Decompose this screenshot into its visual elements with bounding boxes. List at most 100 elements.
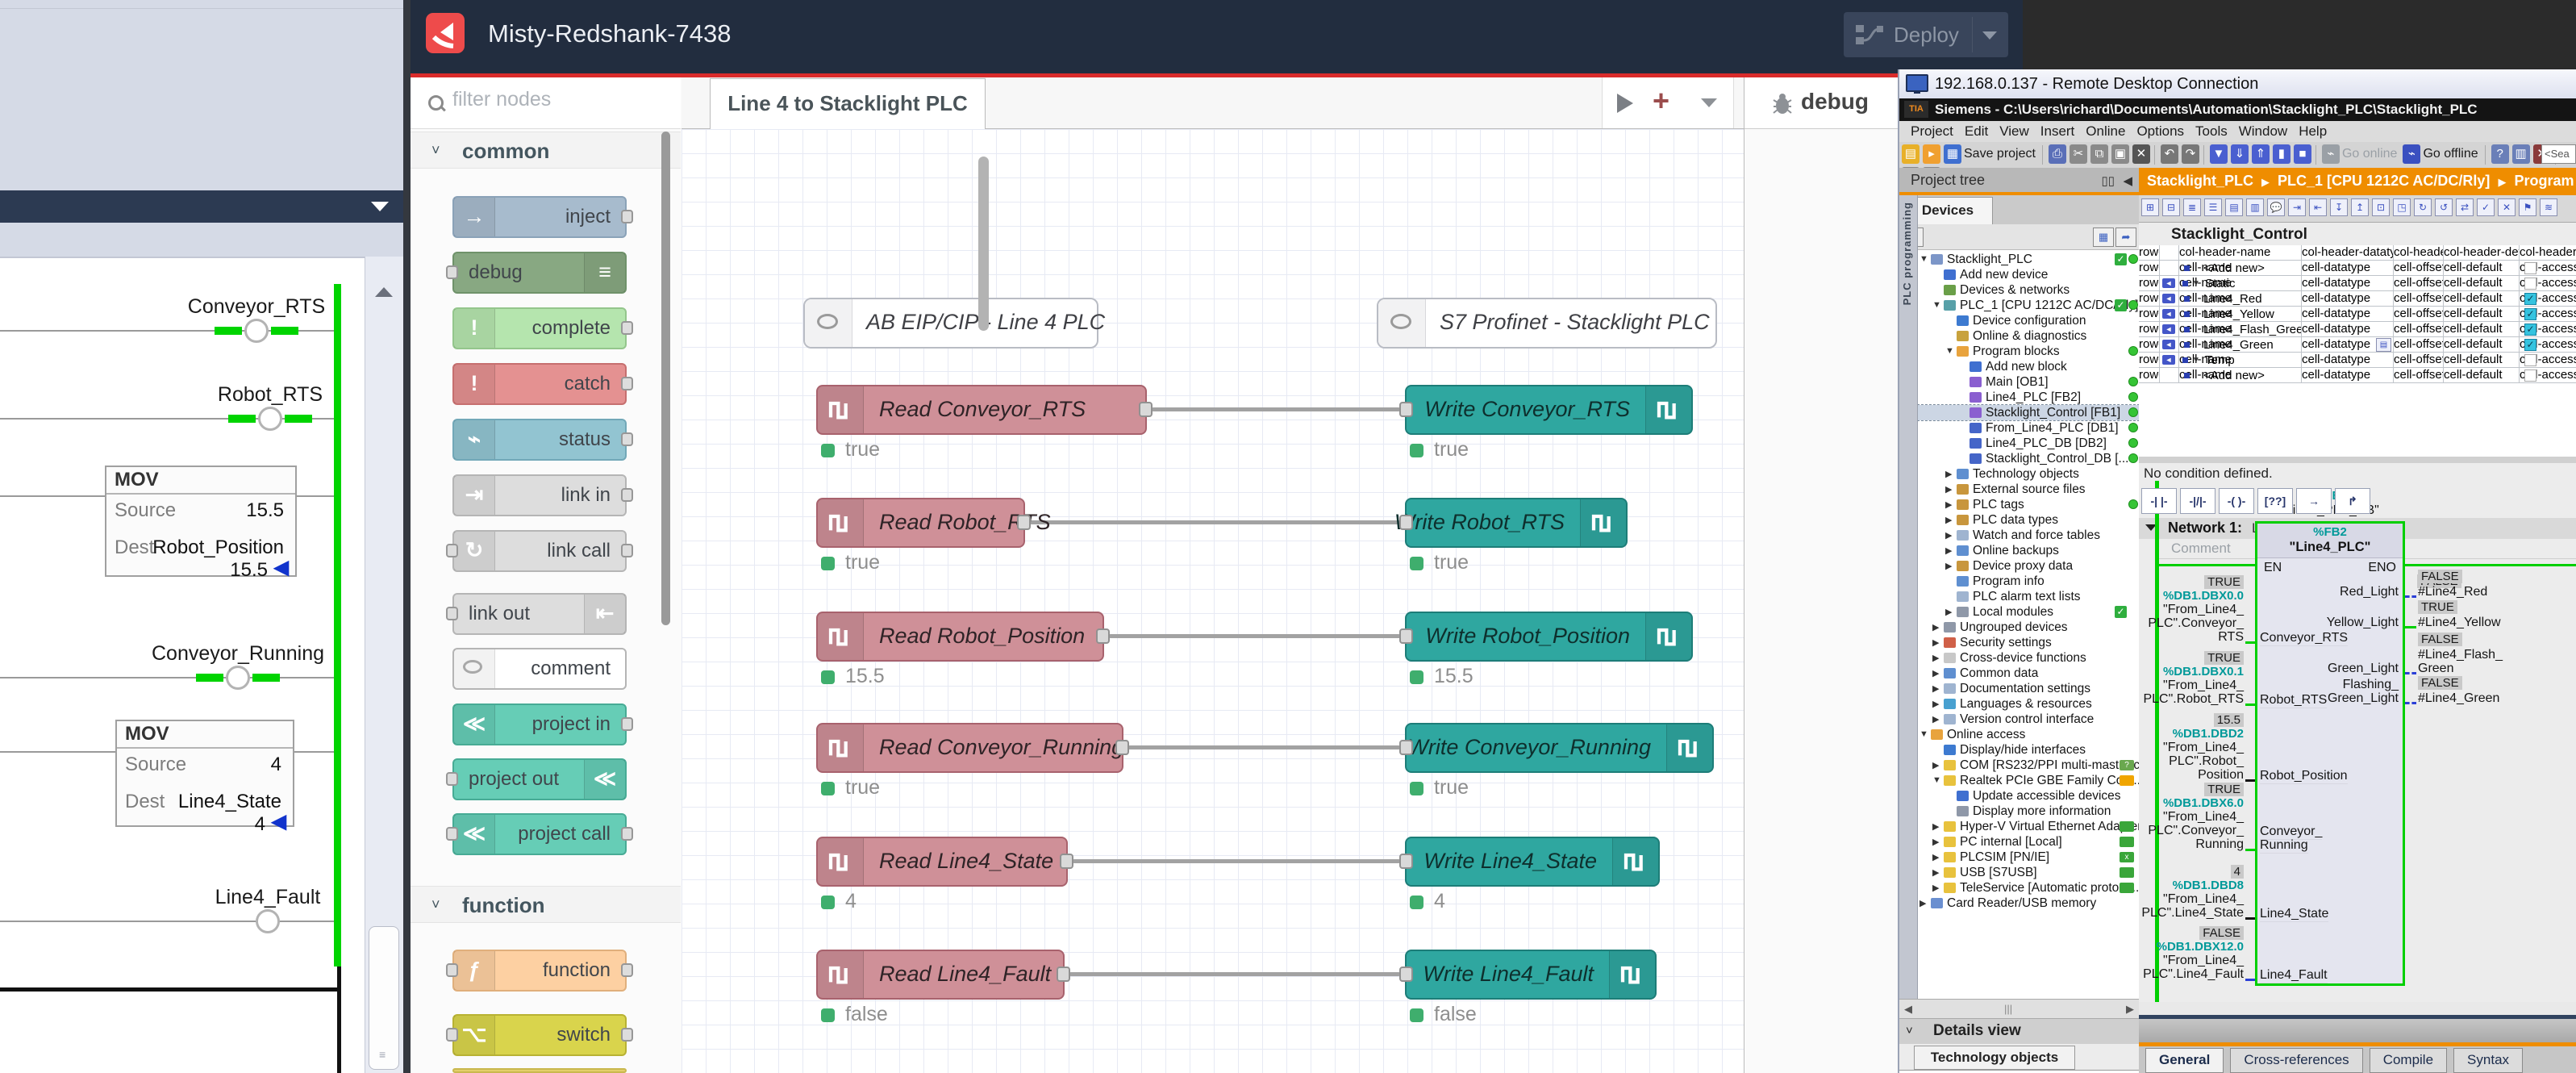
- save-icon[interactable]: ▦: [1944, 144, 1961, 164]
- open-flow-button[interactable]: [1617, 94, 1633, 113]
- menu-project[interactable]: Project: [1911, 123, 1953, 139]
- breadcrumb-segment[interactable]: PLC_1 [CPU 1212C AC/DC/Rly]: [2278, 173, 2491, 189]
- row-collapse-icon[interactable]: ▼: [2192, 356, 2200, 365]
- open-project-icon[interactable]: ▸: [1923, 144, 1940, 164]
- datatype-dropdown-button[interactable]: ▤: [2376, 338, 2391, 352]
- coil-symbol[interactable]: [258, 407, 282, 431]
- tree-item[interactable]: ▶Device proxy data: [1918, 558, 2139, 574]
- output-port[interactable]: [1060, 854, 1073, 869]
- tree-item[interactable]: ▶USB [S7USB]: [1918, 865, 2139, 880]
- tab-compile[interactable]: Compile: [2369, 1048, 2448, 1073]
- menu-tools[interactable]: Tools: [2195, 123, 2228, 139]
- input-port[interactable]: [446, 1028, 458, 1042]
- palette-node-project call[interactable]: ≪project call: [446, 813, 633, 855]
- palette-scrollbar[interactable]: [661, 132, 670, 625]
- read-node[interactable]: Read Robot_Position: [816, 612, 1110, 662]
- tree-item[interactable]: ▼PLC_1 [CPU 1212C AC/DC/Rly]✓: [1918, 298, 2139, 313]
- collapse-panel-icon[interactable]: ◀: [2123, 174, 2132, 188]
- tree-item[interactable]: ▶Security settings: [1918, 635, 2139, 650]
- add-flow-button[interactable]: +: [1653, 84, 1670, 117]
- deploy-options-caret-icon[interactable]: [1982, 31, 1997, 40]
- tree-collapse-icon[interactable]: ▼: [1932, 775, 1941, 785]
- tree-expand-icon[interactable]: ▶: [1932, 669, 1940, 678]
- read-node[interactable]: Read Robot_RTS: [816, 498, 1051, 548]
- editor-tool-icon-8[interactable]: ⇤: [2309, 198, 2327, 216]
- flow-list-caret-icon[interactable]: [1701, 98, 1717, 107]
- tree-item[interactable]: ▶Version control interface: [1918, 712, 2139, 727]
- download-all-icon[interactable]: ⇓: [2230, 144, 2249, 164]
- output-port[interactable]: [621, 544, 633, 557]
- editor-tool-icon-18[interactable]: ⚑: [2519, 198, 2536, 216]
- tree-collapse-icon[interactable]: ▼: [1932, 300, 1941, 310]
- write-node[interactable]: Write Robot_RTS: [1394, 498, 1628, 548]
- tree-item[interactable]: ▶TeleService [Automatic protoco...: [1918, 880, 2139, 896]
- pin-panel-icon[interactable]: ▯▯: [2101, 174, 2115, 188]
- tree-expand-icon[interactable]: ▶: [1932, 623, 1940, 633]
- tree-collapse-icon[interactable]: ▼: [1919, 729, 1928, 739]
- lad-button-0[interactable]: -| |-: [2141, 488, 2177, 514]
- input-port[interactable]: [446, 265, 458, 279]
- menu-insert[interactable]: Insert: [2040, 123, 2075, 139]
- read-node[interactable]: Read Line4_Fault: [816, 950, 1070, 1000]
- rdp-titlebar[interactable]: 192.168.0.137 - Remote Desktop Connectio…: [1899, 69, 2576, 99]
- flow-tab[interactable]: Line 4 to Stacklight PLC: [710, 78, 986, 129]
- coil-symbol[interactable]: [244, 319, 269, 343]
- tree-item[interactable]: ▶Documentation settings: [1918, 681, 2139, 696]
- palette-node-switch[interactable]: ⌥switch: [446, 1014, 633, 1056]
- palette-search[interactable]: [411, 77, 681, 129]
- scrollbar[interactable]: ≡: [365, 257, 404, 1073]
- output-port[interactable]: [1139, 402, 1153, 417]
- search-project-input[interactable]: <Sea: [2541, 144, 2576, 164]
- tree-item[interactable]: Stacklight_Control_DB [...: [1918, 451, 2139, 466]
- debug-tab-title[interactable]: debug: [1801, 89, 1869, 114]
- network-comment[interactable]: Comment: [2171, 541, 2231, 556]
- menu-help[interactable]: Help: [2299, 123, 2328, 139]
- download-icon[interactable]: ▼: [2209, 144, 2228, 164]
- new-project-icon[interactable]: ▤: [1902, 144, 1919, 164]
- tree-item[interactable]: ▶Ungrouped devices: [1918, 620, 2139, 635]
- tree-item[interactable]: Online & diagnostics: [1918, 328, 2139, 344]
- tree-item[interactable]: ▶Common data: [1918, 666, 2139, 681]
- details-view-header[interactable]: ˅ Details view: [1899, 1018, 2139, 1044]
- tree-item[interactable]: Add new device: [1918, 267, 2139, 282]
- tree-collapse-icon[interactable]: ▼: [1945, 346, 1954, 356]
- tree-collapse-icon[interactable]: ▼: [1919, 254, 1928, 264]
- palette-node-comment[interactable]: comment: [452, 648, 627, 690]
- output-port[interactable]: [1096, 628, 1110, 644]
- palette-node-project in[interactable]: ≪project in: [452, 704, 633, 745]
- palette-node-link out[interactable]: ⇤link out: [446, 593, 627, 635]
- tia-titlebar[interactable]: TIA Siemens - C:\Users\richard\Documents…: [1899, 98, 2576, 121]
- lad-button-1[interactable]: -|/|-: [2180, 488, 2215, 514]
- editor-tool-icon-7[interactable]: ⇥: [2288, 198, 2306, 216]
- tree-expand-icon[interactable]: ▶: [1932, 822, 1940, 832]
- tree-expand-icon[interactable]: ➦: [2115, 228, 2136, 247]
- tree-expand-icon[interactable]: ▶: [1932, 684, 1940, 694]
- coil-symbol[interactable]: [256, 909, 280, 933]
- collapsed-panel-bar[interactable]: [0, 190, 403, 223]
- editor-tool-icon-13[interactable]: ↻: [2414, 198, 2432, 216]
- menu-view[interactable]: View: [1999, 123, 2029, 139]
- deploy-button[interactable]: Deploy: [1844, 12, 2008, 57]
- editor-tool-icon-15[interactable]: ⇄: [2456, 198, 2474, 216]
- editor-tool-icon-5[interactable]: ▥: [2246, 198, 2264, 216]
- editor-tool-icon-12[interactable]: ◳: [2393, 198, 2411, 216]
- tree-view-icon[interactable]: ▦: [2093, 228, 2114, 247]
- lad-network-canvas[interactable]: %DB2"Line4_PLC_DB"%FB2"Line4_PLC"ENENOFA…: [2139, 476, 2576, 1073]
- output-port[interactable]: [621, 321, 633, 335]
- tree-item[interactable]: Stacklight_Control [FB1]: [1918, 404, 2139, 421]
- read-node[interactable]: Read Conveyor_Running: [816, 723, 1129, 773]
- output-port[interactable]: [1017, 515, 1031, 530]
- lad-button-4[interactable]: →: [2296, 488, 2332, 514]
- copy-icon[interactable]: ⧉: [2090, 144, 2108, 164]
- upload-icon[interactable]: ⇑: [2251, 144, 2270, 164]
- palette-node-catch[interactable]: !catch: [452, 363, 633, 405]
- editor-tool-icon-17[interactable]: ✕: [2498, 198, 2516, 216]
- tree-expand-icon[interactable]: ▶: [1932, 853, 1940, 862]
- editor-tool-icon-6[interactable]: 💬: [2267, 198, 2285, 216]
- delete-icon[interactable]: ✕: [2132, 144, 2150, 164]
- tree-item[interactable]: ▶PC internal [Local]: [1918, 834, 2139, 850]
- lad-button-2[interactable]: -( )-: [2219, 488, 2254, 514]
- tree-item[interactable]: Device configuration: [1918, 313, 2139, 328]
- go-online-icon[interactable]: ⌁: [2321, 144, 2340, 164]
